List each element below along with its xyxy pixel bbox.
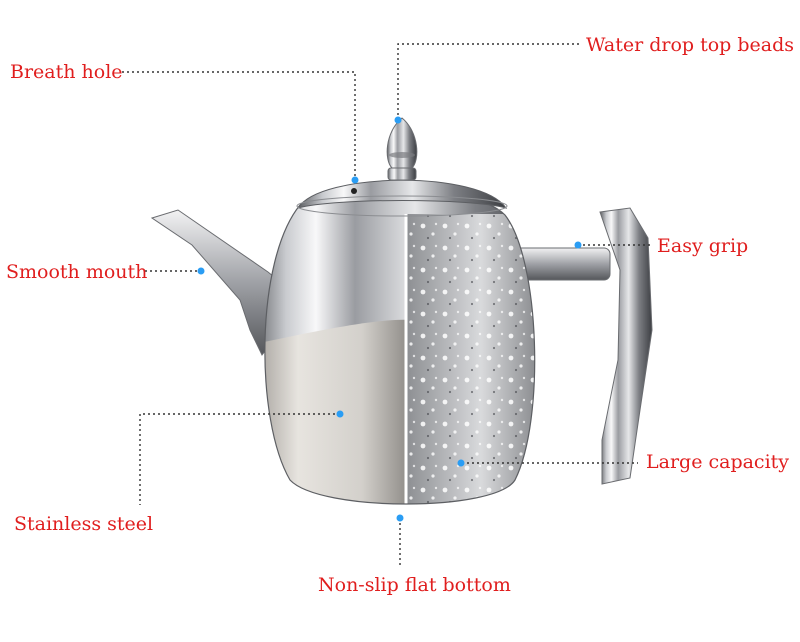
knob xyxy=(386,117,418,181)
dot-easy-grip xyxy=(574,241,582,249)
label-smooth-mouth: Smooth mouth xyxy=(6,261,148,283)
handle xyxy=(504,207,653,485)
label-large-capacity: Large capacity xyxy=(646,451,790,473)
dot-breath-hole xyxy=(351,176,359,184)
label-water-drop-top-beads: Water drop top beads xyxy=(586,34,795,56)
dot-stainless-steel xyxy=(336,410,344,418)
breath-hole-marker xyxy=(351,188,357,194)
callout-dots xyxy=(197,116,582,522)
dot-large-capacity xyxy=(457,459,465,467)
dot-water-drop xyxy=(394,116,402,124)
dot-smooth-mouth xyxy=(197,267,205,275)
leader-lines xyxy=(122,43,650,568)
dot-non-slip xyxy=(396,514,404,522)
leader-water-drop xyxy=(397,43,580,120)
label-non-slip-flat-bottom: Non-slip flat bottom xyxy=(318,574,511,596)
teapot-body xyxy=(264,189,535,504)
label-easy-grip: Easy grip xyxy=(657,235,749,257)
leader-stainless-steel xyxy=(139,413,340,505)
leader-breath-hole xyxy=(122,71,356,180)
label-stainless-steel: Stainless steel xyxy=(14,513,154,535)
lid xyxy=(296,179,508,217)
label-breath-hole: Breath hole xyxy=(10,61,123,83)
